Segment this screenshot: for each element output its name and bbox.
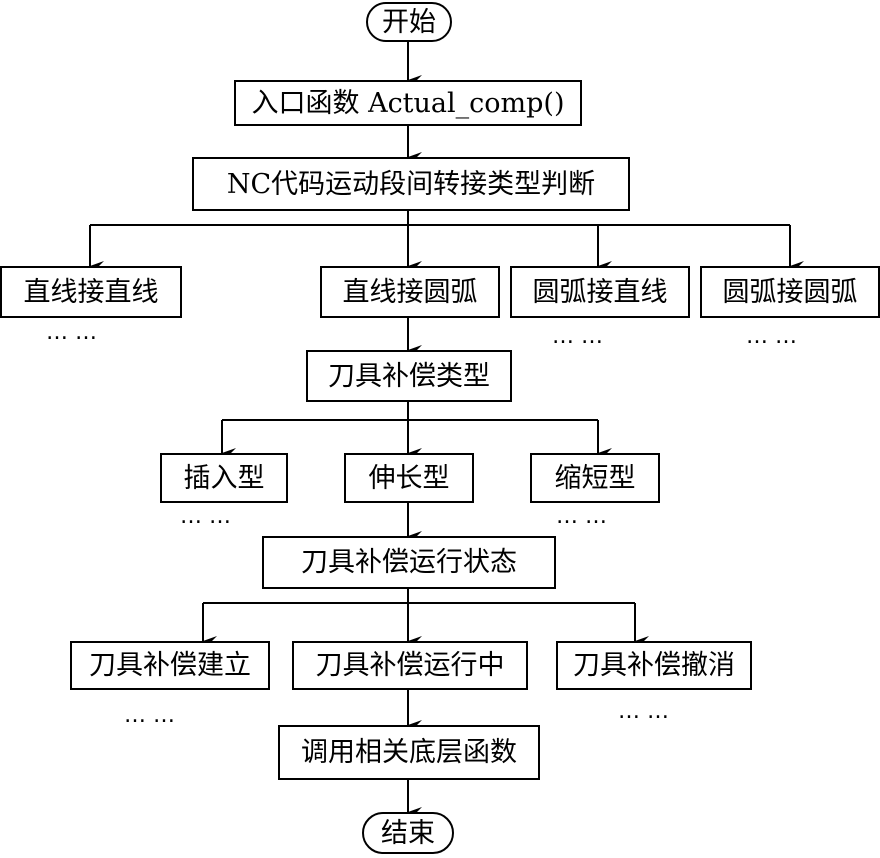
end-terminal: 结束	[362, 812, 454, 854]
transition-line-line: 直线接直线	[0, 266, 182, 318]
state-cancel: 刀具补偿撤消	[556, 641, 752, 690]
ellipsis-t0: ……	[46, 320, 104, 345]
state-running: 刀具补偿运行中	[292, 641, 528, 690]
ellipsis-t2: ……	[552, 324, 610, 349]
comp-type-insert: 插入型	[160, 453, 288, 503]
ellipsis-t3: ……	[746, 324, 804, 349]
ellipsis-s2: ……	[618, 699, 676, 724]
start-terminal: 开始	[366, 2, 452, 42]
comp-type-shorten: 缩短型	[530, 453, 660, 503]
run-state-box: 刀具补偿运行状态	[262, 536, 556, 589]
call-lowlevel-box: 调用相关底层函数	[278, 725, 540, 780]
transition-line-arc: 直线接圆弧	[320, 266, 500, 318]
comp-type-extend: 伸长型	[344, 453, 474, 503]
ellipsis-c2: ……	[556, 504, 614, 529]
transition-arc-arc: 圆弧接圆弧	[700, 266, 880, 318]
entry-function-box: 入口函数 Actual_comp()	[234, 80, 582, 126]
state-setup: 刀具补偿建立	[70, 641, 270, 690]
transition-arc-line: 圆弧接直线	[510, 266, 690, 318]
ellipsis-c0: ……	[180, 504, 238, 529]
ellipsis-s0: ……	[124, 703, 182, 728]
compensation-type-box: 刀具补偿类型	[306, 350, 512, 402]
transition-judge-box: NC代码运动段间转接类型判断	[192, 157, 630, 211]
